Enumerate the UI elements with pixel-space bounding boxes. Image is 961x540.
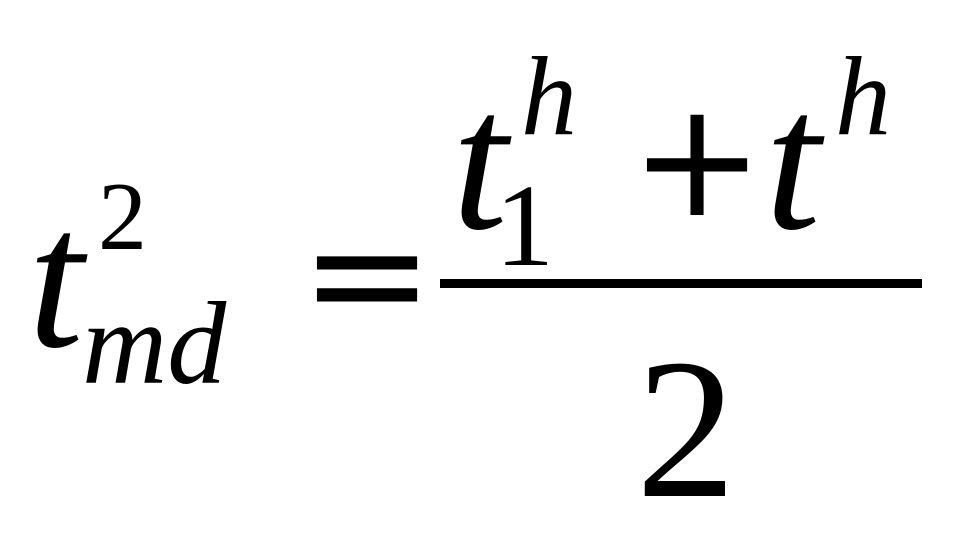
lhs-superscript: 2 [98, 163, 147, 271]
lhs-base: t [28, 169, 84, 390]
fraction-bar [440, 279, 922, 288]
equals-sign: = [300, 180, 435, 367]
numerator-term1-subscript: 1 [495, 160, 554, 291]
lhs-subscript: md [82, 278, 227, 409]
numerator-term1-superscript: h [521, 35, 577, 159]
formula: t 2 md = t h 1 + t h 2 [28, 35, 922, 530]
numerator-term1-base: t [452, 51, 508, 272]
numerator-term2-superscript: h [835, 35, 891, 159]
denominator: 2 [636, 319, 736, 540]
numerator-term2-base: t [765, 51, 821, 272]
plus-sign: + [630, 66, 765, 253]
